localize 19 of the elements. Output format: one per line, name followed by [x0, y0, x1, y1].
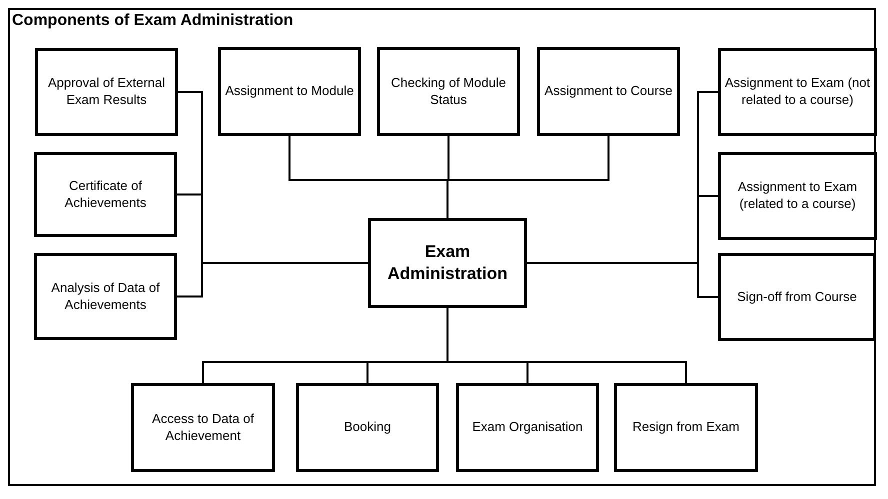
component-box: Exam Organisation	[456, 383, 599, 472]
component-box: Booking	[296, 383, 439, 472]
component-box: Resign from Exam	[614, 383, 758, 472]
component-box: Certificate of Achievements	[34, 152, 177, 237]
component-box: Checking of Module Status	[377, 47, 520, 136]
component-box: Analysis of Data of Achievements	[34, 253, 177, 340]
connector-line	[177, 262, 368, 298]
connector-line	[446, 136, 610, 218]
component-box: Approval of External Exam Results	[35, 48, 178, 136]
diagram-title: Components of Exam Administration	[12, 12, 294, 30]
component-box: Assignment to Module	[218, 47, 361, 136]
component-box: Assignment to Exam (related to a course)	[718, 152, 877, 240]
central-box: Exam Administration	[368, 218, 527, 308]
component-box: Assignment to Exam (not related to a course)	[718, 48, 877, 136]
connector-line	[527, 262, 718, 298]
component-box: Sign-off from Course	[718, 253, 876, 341]
connector-line	[446, 308, 687, 383]
component-box: Access to Data of Achievement	[131, 383, 275, 472]
component-box: Assignment to Course	[537, 47, 680, 136]
